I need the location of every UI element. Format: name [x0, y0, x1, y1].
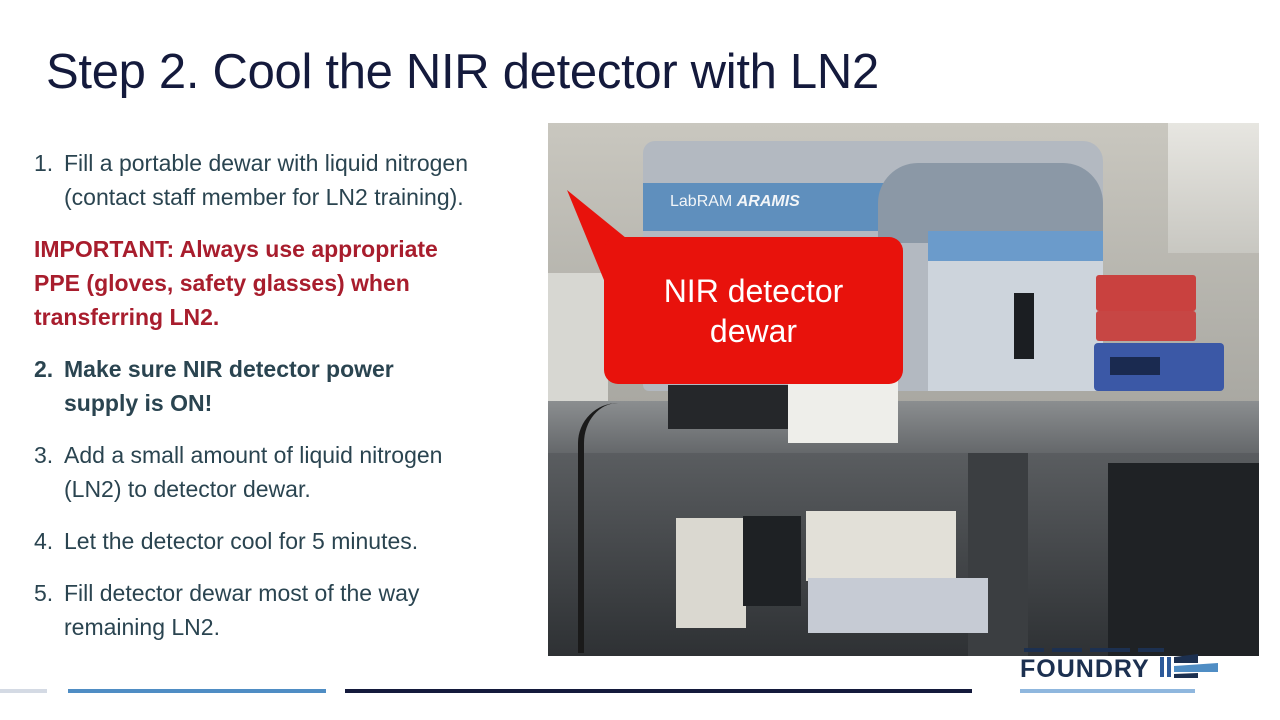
warning-line: IMPORTANT: Always use appropriate — [34, 236, 438, 262]
detector-dewar-callout: NIR detector dewar — [604, 237, 903, 384]
callout-text: NIR detector dewar — [664, 271, 844, 351]
photo-instrument-label: LabRAM ARAMIS — [670, 193, 800, 211]
warning-line: PPE (gloves, safety glasses) when — [34, 270, 410, 296]
step-number: 5. — [34, 580, 54, 606]
step-item-1: 1. Fill a portable dewar with liquid nit… — [34, 146, 534, 214]
photo-lower-unit-4 — [808, 578, 988, 633]
photo-papers — [788, 381, 898, 443]
photo-optical-table — [548, 401, 1259, 461]
step-line: Add a small amount of liquid nitrogen — [64, 442, 443, 468]
step-text: Fill detector dewar most of the way rema… — [64, 576, 419, 644]
step-number: 3. — [34, 442, 54, 468]
photo-shelf-equipment — [1168, 123, 1259, 253]
step-number: 4. — [34, 528, 54, 554]
footer-bar-segment — [1020, 689, 1195, 693]
photo-spectrometer-stripe — [643, 183, 913, 231]
step-line: Make sure NIR detector power — [64, 356, 394, 382]
photo-cables — [578, 403, 644, 653]
logo-top-fragment — [1024, 648, 1164, 652]
important-warning: IMPORTANT: Always use appropriate PPE (g… — [34, 232, 524, 334]
photo-lower-unit-1 — [676, 518, 746, 628]
photo-spectrometer-door — [1014, 293, 1034, 359]
footer-bar-segment — [68, 689, 326, 693]
photo-red-controller-2 — [1096, 311, 1196, 341]
instrument-brand: LabRAM — [670, 193, 733, 210]
photo-red-controller-1 — [1096, 275, 1196, 311]
photo-spectrometer-front-stripe — [928, 231, 1103, 261]
step-line: supply is ON! — [64, 390, 213, 416]
step-text: Let the detector cool for 5 minutes. — [64, 524, 418, 558]
step-line: Fill detector dewar most of the way — [64, 580, 420, 606]
foundry-logo-mark-icon — [1160, 654, 1218, 678]
photo-lower-unit-3 — [806, 511, 956, 581]
lab-instrument-photo: LabRAM ARAMIS — [548, 123, 1259, 656]
photo-spectrometer-lid — [878, 163, 1103, 243]
step-item-2: 2. Make sure NIR detector power supply i… — [34, 352, 534, 420]
step-line: (LN2) to detector dewar. — [64, 476, 311, 502]
warning-line: transferring LN2. — [34, 304, 220, 330]
step-text: Fill a portable dewar with liquid nitrog… — [64, 146, 468, 214]
step-number: 1. — [34, 150, 54, 176]
slide-title: Step 2. Cool the NIR detector with LN2 — [46, 45, 879, 99]
photo-blue-controller-display — [1110, 357, 1160, 375]
step-line: (contact staff member for LN2 training). — [64, 184, 464, 210]
step-item-3: 3. Add a small amount of liquid nitrogen… — [34, 438, 534, 506]
step-item-4: 4. Let the detector cool for 5 minutes. — [34, 524, 534, 558]
step-text: Make sure NIR detector power supply is O… — [64, 352, 394, 420]
step-line: Fill a portable dewar with liquid nitrog… — [64, 150, 468, 176]
steps-list: 1. Fill a portable dewar with liquid nit… — [34, 146, 534, 662]
photo-pc-tower — [1108, 463, 1259, 656]
callout-line: dewar — [709, 312, 798, 349]
step-number: 2. — [34, 356, 54, 382]
instrument-model: ARAMIS — [736, 193, 800, 210]
step-item-5: 5. Fill detector dewar most of the way r… — [34, 576, 534, 644]
foundry-logo-text: FOUNDRY — [1020, 655, 1150, 683]
photo-laptop — [668, 385, 788, 429]
photo-lower-unit-2 — [743, 516, 801, 606]
footer-bar-segment — [345, 689, 972, 693]
callout-line: NIR detector — [663, 272, 844, 309]
footer-bar-segment — [0, 689, 47, 693]
step-line: Let the detector cool for 5 minutes. — [64, 528, 419, 554]
step-text: Add a small amount of liquid nitrogen (L… — [64, 438, 442, 506]
step-line: remaining LN2. — [64, 614, 220, 640]
